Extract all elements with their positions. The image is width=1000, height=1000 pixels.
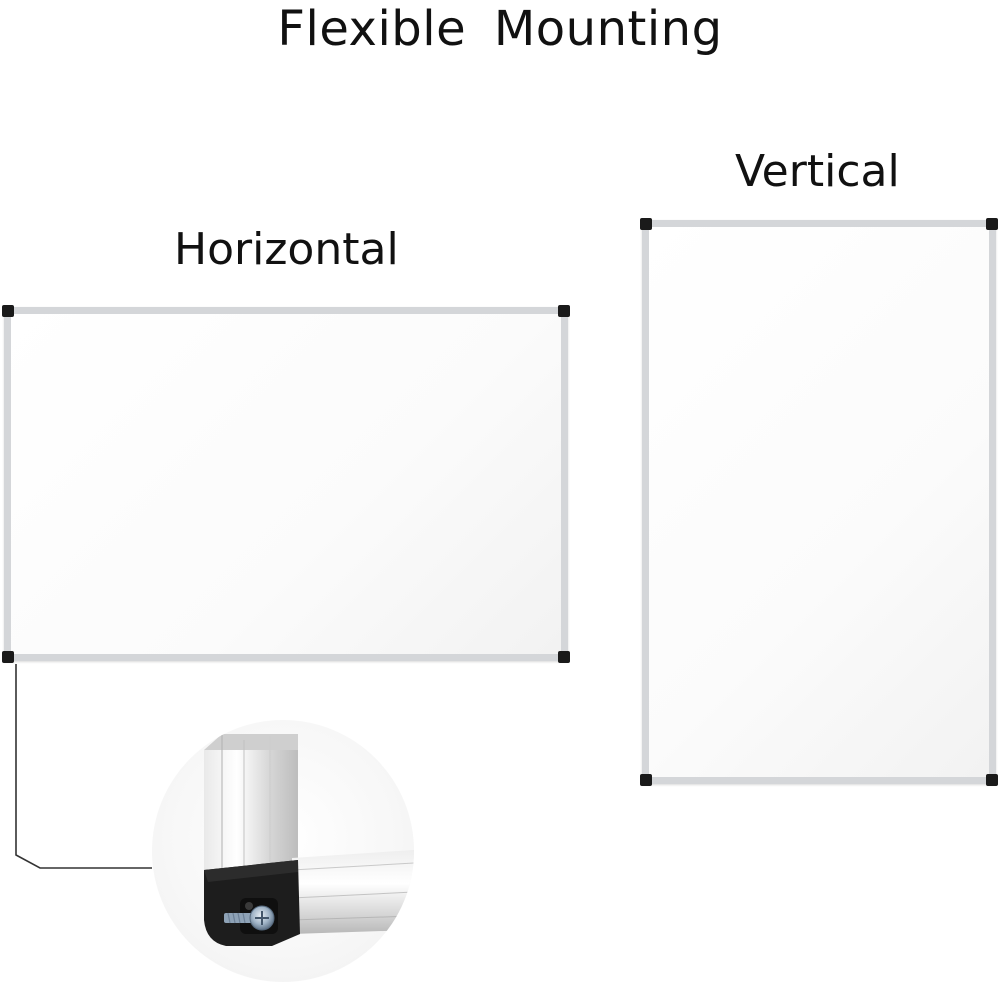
whiteboard-horizontal [2, 305, 570, 663]
corner-cap [640, 774, 652, 786]
corner-cap [640, 218, 652, 230]
board-surface [11, 314, 561, 654]
corner-bracket-screw-icon [204, 734, 414, 946]
page-title: Flexible Mounting [277, 1, 723, 57]
corner-cap [2, 651, 14, 663]
vertical-label: Vertical [735, 146, 900, 197]
corner-detail-closeup [152, 720, 414, 982]
horizontal-label: Horizontal [174, 224, 399, 275]
whiteboard-vertical [640, 218, 998, 786]
corner-cap [2, 305, 14, 317]
corner-cap [986, 218, 998, 230]
board-surface [649, 227, 989, 777]
corner-cap [558, 651, 570, 663]
corner-cap [558, 305, 570, 317]
corner-cap [986, 774, 998, 786]
